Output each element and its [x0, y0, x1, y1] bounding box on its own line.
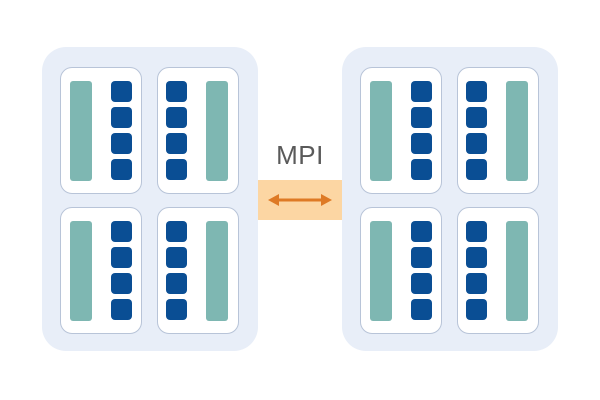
memory-bar — [506, 81, 528, 181]
compute-node-left — [42, 47, 258, 351]
compute-node-right — [342, 47, 558, 351]
cpu-card — [457, 67, 539, 194]
core-block — [111, 107, 132, 128]
memory-bar — [70, 81, 92, 181]
core-block — [111, 159, 132, 180]
core-block — [111, 81, 132, 102]
core-block — [166, 107, 187, 128]
cpu-card — [157, 207, 239, 334]
core-block — [166, 81, 187, 102]
memory-bar — [370, 221, 392, 321]
core-block — [411, 81, 432, 102]
cpu-card — [60, 67, 142, 194]
core-block — [466, 221, 487, 242]
memory-bar — [206, 81, 228, 181]
core-block — [166, 133, 187, 154]
mpi-label: MPI — [276, 140, 324, 170]
core-block — [411, 107, 432, 128]
memory-bar — [206, 221, 228, 321]
core-block — [166, 247, 187, 268]
core-block — [411, 299, 432, 320]
core-block — [411, 221, 432, 242]
core-block — [411, 247, 432, 268]
core-block — [466, 159, 487, 180]
double-headed-arrow-icon — [258, 180, 342, 220]
core-block — [411, 159, 432, 180]
memory-bar — [370, 81, 392, 181]
core-block — [466, 273, 487, 294]
core-block — [166, 273, 187, 294]
core-block — [466, 247, 487, 268]
cpu-card — [457, 207, 539, 334]
memory-bar — [70, 221, 92, 321]
core-block — [411, 133, 432, 154]
core-block — [466, 299, 487, 320]
core-block — [111, 221, 132, 242]
core-block — [466, 133, 487, 154]
core-block — [411, 273, 432, 294]
core-block — [111, 299, 132, 320]
cpu-card — [157, 67, 239, 194]
core-block — [111, 133, 132, 154]
mpi-link — [258, 180, 342, 220]
core-block — [111, 273, 132, 294]
cpu-card — [60, 207, 142, 334]
core-block — [166, 221, 187, 242]
cpu-card — [360, 207, 442, 334]
core-block — [166, 159, 187, 180]
core-block — [111, 247, 132, 268]
core-block — [166, 299, 187, 320]
memory-bar — [506, 221, 528, 321]
core-block — [466, 107, 487, 128]
cpu-card — [360, 67, 442, 194]
core-block — [466, 81, 487, 102]
